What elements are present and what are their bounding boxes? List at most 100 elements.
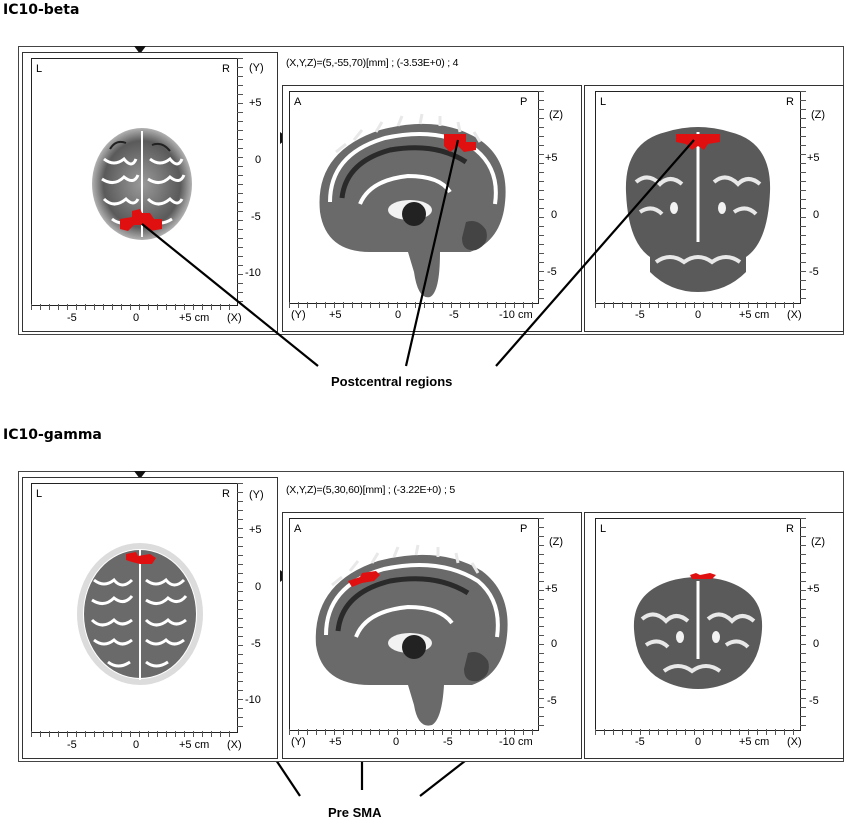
- callout-label-postcentral: Postcentral regions: [331, 374, 453, 389]
- vertical-ruler: [237, 58, 243, 304]
- x-tick-label: -5: [635, 736, 645, 748]
- y-tick-label: -5: [547, 695, 557, 707]
- y-tick-label: +5: [249, 97, 262, 109]
- sagittal-axis-name: (Z): [549, 536, 564, 548]
- x-tick-label: -10 cm: [499, 309, 533, 321]
- vertical-ruler: [538, 518, 544, 729]
- y-tick-label: +5: [807, 583, 820, 595]
- section-title-beta: IC10-beta: [3, 2, 80, 18]
- section-title-gamma: IC10-gamma: [3, 427, 102, 443]
- coronal-axis-name: (Z): [811, 109, 826, 121]
- axial-right-label: R: [222, 63, 230, 75]
- coronal-left-label: L: [600, 96, 607, 108]
- axial-brain-image: [77, 543, 203, 685]
- axial-right-label: R: [222, 488, 230, 500]
- x-axis-name: (X): [787, 309, 802, 321]
- x-tick-label: +5: [329, 736, 342, 748]
- coronal-viewer-gamma[interactable]: L R (Z) +5 0 -5 -5 0 +5 cm (X): [584, 512, 844, 759]
- x-tick-label: 0: [695, 736, 702, 748]
- y-tick-label: -5: [251, 638, 261, 650]
- activation-blob: [348, 571, 380, 587]
- x-tick-label: -5: [67, 312, 77, 324]
- axial-view-box[interactable]: L R: [31, 483, 238, 733]
- x-tick-label: 0: [395, 309, 402, 321]
- horizontal-ruler: [289, 302, 537, 308]
- y-tick-label: 0: [813, 209, 820, 221]
- x-axis-name: (X): [787, 736, 802, 748]
- x-tick-label: +5 cm: [179, 312, 210, 324]
- horizontal-ruler: [31, 731, 236, 737]
- slice-marker-top-icon[interactable]: [134, 46, 146, 54]
- y-tick-label: +5: [545, 152, 558, 164]
- y-tick-label: 0: [255, 154, 262, 166]
- coronal-brain-image: [625, 127, 771, 292]
- x-tick-label: 0: [393, 736, 400, 748]
- x-tick-label: -10 cm: [499, 736, 533, 748]
- x-tick-label: -5: [67, 739, 77, 751]
- y-tick-label: -10: [245, 267, 261, 279]
- x-tick-label: -5: [443, 736, 453, 748]
- y-tick-label: +5: [807, 152, 820, 164]
- horizontal-ruler: [289, 729, 537, 735]
- coronal-view-box[interactable]: L R: [595, 518, 801, 731]
- y-tick-label: +5: [249, 524, 262, 536]
- activation-blob: [676, 134, 720, 150]
- coordinate-readout: (X,Y,Z)=(5,-55,70)[mm] ; (-3.53E+0) ; 4: [286, 57, 459, 69]
- coronal-view-box[interactable]: L R: [595, 91, 801, 304]
- axial-view-box[interactable]: L R: [31, 58, 238, 306]
- x-tick-label: 0: [133, 312, 140, 324]
- activation-blob: [690, 573, 716, 579]
- horizontal-ruler: [31, 304, 236, 310]
- y-tick-label: -5: [547, 266, 557, 278]
- axial-viewer-beta[interactable]: L R (Y) +5 0 -5 -10 -5 0 +5 cm (X): [22, 52, 278, 332]
- sagittal-brain-image: [319, 113, 506, 298]
- vertical-ruler: [800, 91, 806, 302]
- y-tick-label: -10: [245, 694, 261, 706]
- x-axis-name: (X): [227, 739, 242, 751]
- y-tick-label: -5: [809, 695, 819, 707]
- y-tick-label: -5: [251, 211, 261, 223]
- horizontal-ruler: [595, 729, 799, 735]
- x-tick-label: +5 cm: [179, 739, 210, 751]
- coronal-right-label: R: [786, 523, 794, 535]
- x-tick-label: +5 cm: [739, 309, 770, 321]
- activation-blob: [126, 552, 156, 564]
- sagittal-right-label: P: [520, 96, 528, 108]
- coronal-axis-name: (Z): [811, 536, 826, 548]
- coronal-brain-image: [633, 573, 763, 689]
- y-tick-label: 0: [551, 209, 558, 221]
- callout-label-pre-sma: Pre SMA: [328, 805, 382, 820]
- sagittal-axis-name: (Z): [549, 109, 564, 121]
- vertical-ruler: [538, 91, 544, 302]
- x-tick-label: -5: [449, 309, 459, 321]
- x-tick-label: +5 cm: [739, 736, 770, 748]
- coordinate-readout: (X,Y,Z)=(5,30,60)[mm] ; (-3.22E+0) ; 5: [286, 484, 456, 496]
- sagittal-brain-image: [315, 544, 508, 726]
- sagittal-right-label: P: [520, 523, 528, 535]
- x-tick-label: -5: [635, 309, 645, 321]
- y-tick-label: +5: [545, 583, 558, 595]
- y-tick-label: 0: [813, 638, 820, 650]
- sagittal-view-box[interactable]: A P: [289, 518, 539, 731]
- sagittal-left-label: A: [294, 523, 302, 535]
- axial-brain-image: [92, 128, 192, 240]
- sagittal-view-box[interactable]: A P: [289, 91, 539, 304]
- axial-axis-name: (Y): [249, 62, 264, 74]
- x-axis-name: (Y): [291, 736, 306, 748]
- slice-marker-top-icon[interactable]: [134, 471, 146, 479]
- y-tick-label: 0: [255, 581, 262, 593]
- sagittal-viewer-beta[interactable]: A P (Z) +5 0 -5 (Y) +5 0 -5 -10 cm: [282, 85, 582, 332]
- vertical-ruler: [800, 518, 806, 729]
- y-tick-label: 0: [551, 638, 558, 650]
- y-tick-label: -5: [809, 266, 819, 278]
- sagittal-viewer-gamma[interactable]: A P (Z) +5 0 -5 (Y) +5 0 -5 -10 cm: [282, 512, 582, 759]
- axial-axis-name: (Y): [249, 489, 264, 501]
- x-axis-name: (Y): [291, 309, 306, 321]
- x-tick-label: 0: [695, 309, 702, 321]
- x-tick-label: 0: [133, 739, 140, 751]
- axial-viewer-gamma[interactable]: L R (Y) +5 0 -5 -10 -5 0 +5 cm (X): [22, 477, 278, 759]
- x-tick-label: +5: [329, 309, 342, 321]
- coronal-right-label: R: [786, 96, 794, 108]
- coronal-viewer-beta[interactable]: L R (Z) +5 0 -5 -5 0 +5 cm (X): [584, 85, 844, 332]
- x-axis-name: (X): [227, 312, 242, 324]
